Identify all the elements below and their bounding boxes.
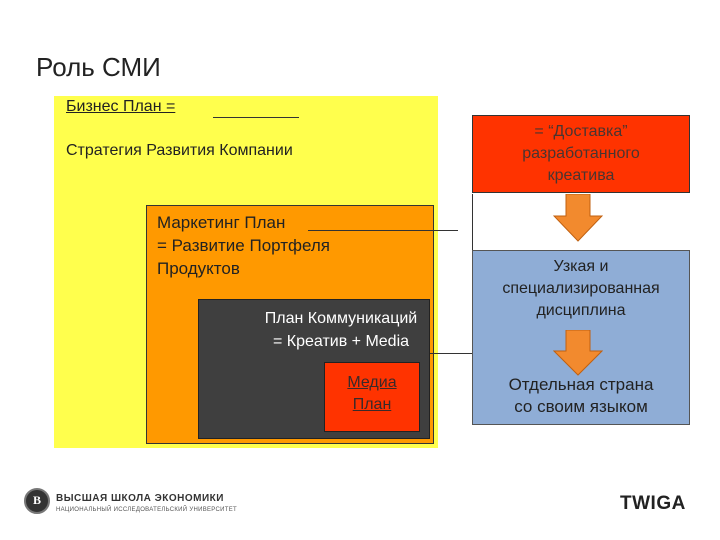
business-plan-blank-line [213, 117, 299, 118]
hse-subtitle: НАЦИОНАЛЬНЫЙ ИССЛЕДОВАТЕЛЬСКИЙ УНИВЕРСИТ… [56, 507, 238, 513]
discipline-box [472, 250, 690, 425]
marketing-plan-line3: Продуктов [157, 259, 240, 278]
media-plan-box [324, 362, 420, 432]
communication-plan-text: План Коммуникаций = Креатив + Media [246, 307, 436, 353]
discipline-text: Узкая и специализированная дисциплина [472, 256, 690, 322]
hse-emblem-icon: В [33, 493, 42, 507]
discipline-line2: специализированная [502, 280, 660, 297]
business-plan-label: Бизнес План = [66, 98, 176, 115]
delivery-text: = “Доставка” разработанного креатива [472, 121, 690, 187]
delivery-line1: = “Доставка” [534, 123, 628, 140]
country-language-text: Отдельная страна со своим языком [472, 374, 690, 418]
slide-title: Роль СМИ [36, 52, 161, 82]
marketing-plan-line1: Маркетинг План [157, 213, 286, 232]
discipline-line1: Узкая и [553, 258, 609, 275]
delivery-box [472, 115, 690, 193]
marketing-plan-text: Маркетинг План = Развитие Портфеля Проду… [157, 211, 330, 280]
down-arrow-icon [553, 194, 603, 242]
marketing-plan-connector-line [308, 230, 458, 231]
delivery-line3: креатива [547, 167, 615, 184]
media-plan-text: Медиа План [324, 372, 420, 416]
communication-plan-line1: План Коммуникаций [264, 310, 418, 327]
business-plan-strategy: Стратегия Развития Компании [66, 142, 293, 159]
hse-name: ВЫСШАЯ ШКОЛА ЭКОНОМИКИ [56, 493, 224, 504]
media-plan-line1: Медиа [347, 374, 397, 391]
communication-plan-connector-line [430, 353, 473, 354]
communication-plan-line2: = Креатив + Media [272, 333, 410, 350]
country-language-line1: Отдельная страна [508, 375, 654, 394]
media-plan-line2: План [352, 396, 392, 413]
down-arrow-icon [553, 330, 603, 376]
discipline-line3: дисциплина [536, 302, 626, 319]
marketing-plan-line2: = Развитие Портфеля [157, 236, 331, 255]
hse-logo: В [24, 488, 50, 514]
delivery-line2: разработанного [522, 145, 640, 162]
twiga-logo: TWIGA [620, 493, 686, 514]
country-language-line2: со своим языком [514, 397, 648, 416]
